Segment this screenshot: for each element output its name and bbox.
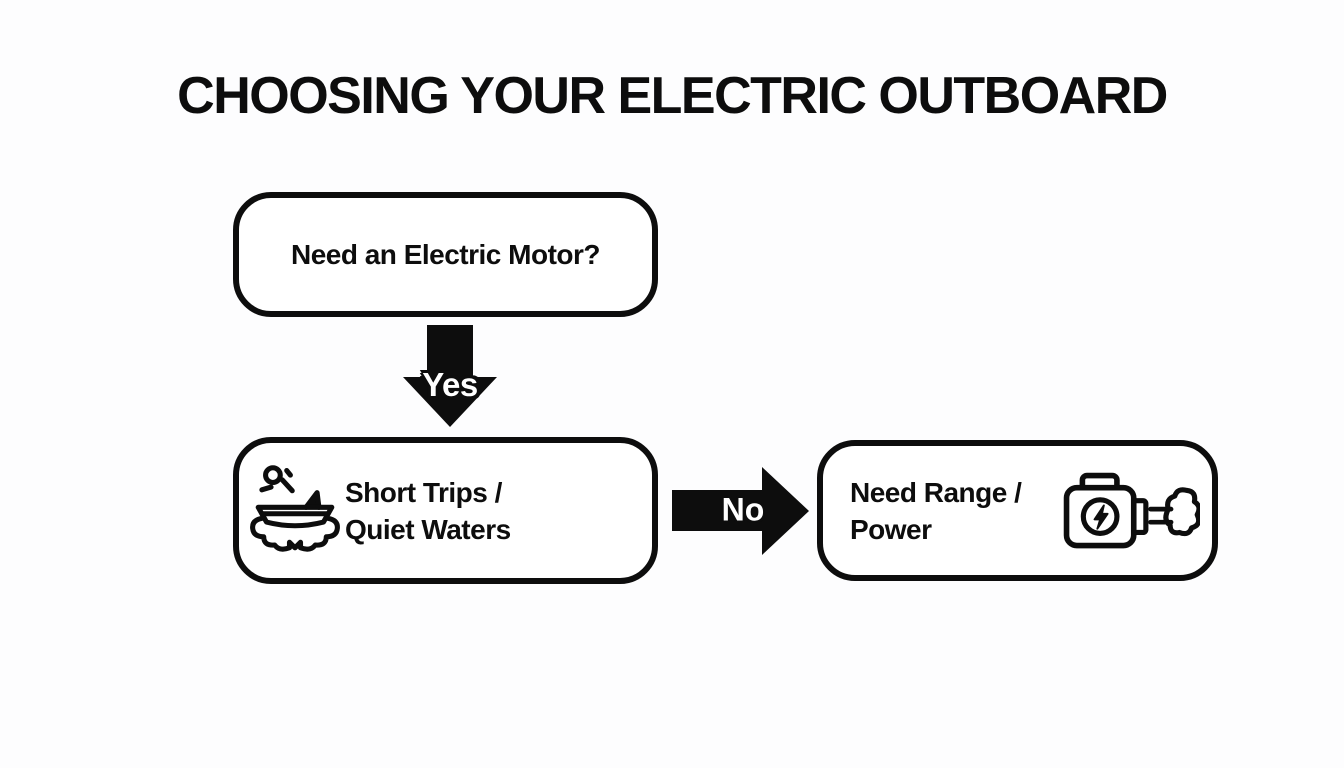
- engine-exhaust-icon: [1060, 467, 1200, 555]
- no-arrow-shaft: [672, 490, 767, 531]
- electric-outcome-box: Short Trips / Quiet Waters: [233, 437, 658, 584]
- gas-outcome-box: Need Range / Power: [817, 440, 1218, 581]
- question-box: Need an Electric Motor?: [233, 192, 658, 317]
- rowboat-calm-water-icon: [249, 459, 341, 563]
- yes-arrow-shaft: [427, 325, 473, 379]
- gas-box-label: Need Range / Power: [850, 474, 1022, 548]
- question-box-label: Need an Electric Motor?: [290, 239, 601, 270]
- yes-arrow: Yes: [403, 325, 497, 427]
- yes-arrow-head-icon: [403, 377, 497, 427]
- electric-box-line2: Quiet Waters: [345, 513, 511, 545]
- page-title: CHOOSING YOUR ELECTRIC OUTBOARD: [177, 67, 1168, 125]
- yes-arrow-label: Yes: [422, 366, 478, 403]
- gas-box-line2: Power: [850, 513, 932, 545]
- no-arrow: No: [672, 467, 809, 555]
- gas-box-line1: Need Range /: [850, 476, 1022, 508]
- electric-box-label: Short Trips / Quiet Waters: [345, 474, 511, 548]
- no-arrow-head-icon: [762, 467, 809, 555]
- electric-box-line1: Short Trips /: [345, 476, 502, 508]
- no-arrow-label: No: [721, 491, 765, 528]
